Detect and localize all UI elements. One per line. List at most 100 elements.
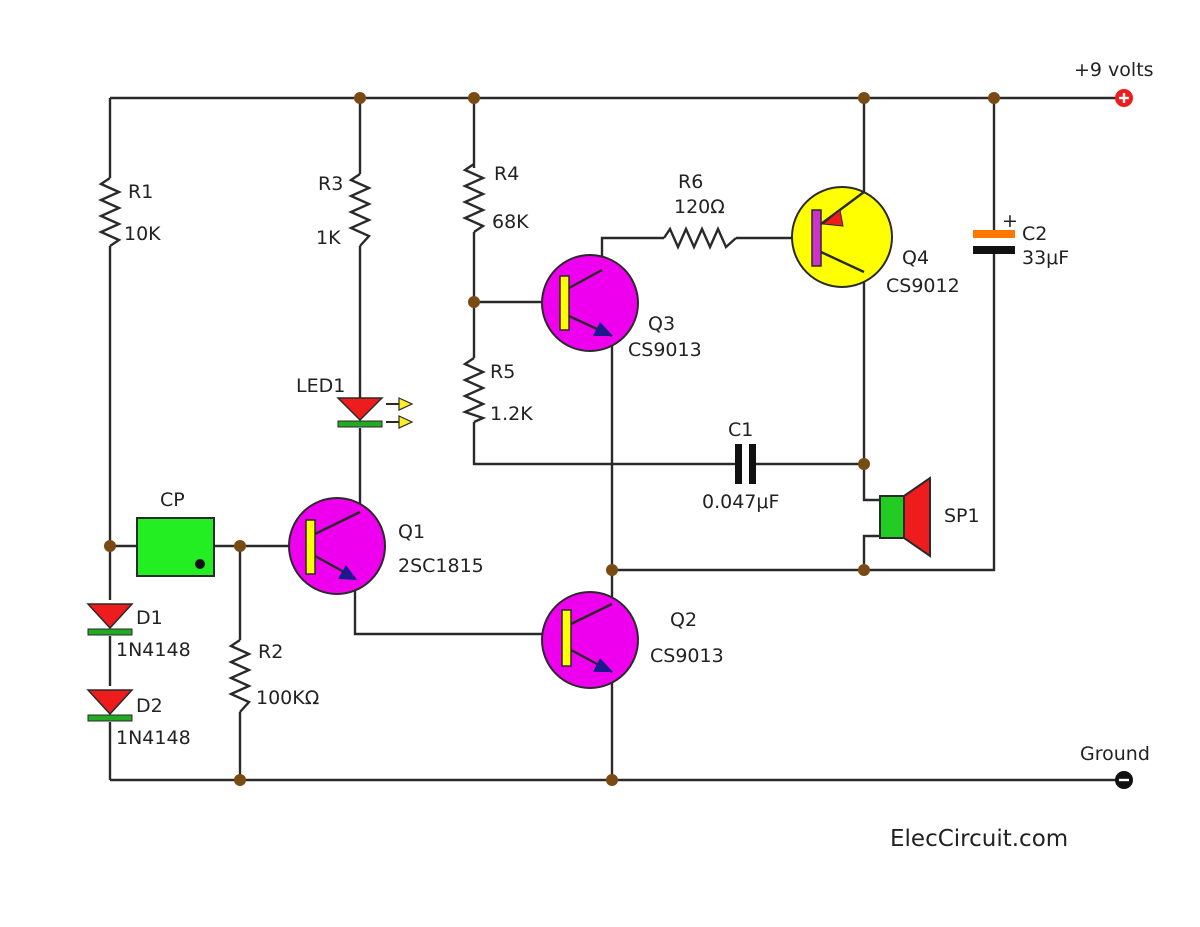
brand-watermark: ElecCircuit.com <box>890 826 1068 852</box>
diode-d1 <box>86 603 134 636</box>
q4-base-bar <box>811 209 822 267</box>
transistor-q2 <box>541 591 639 689</box>
node <box>468 296 480 308</box>
resistor-r1 <box>98 177 122 247</box>
diode-d2 <box>86 689 134 722</box>
resistor-r3 <box>348 173 372 247</box>
q4-name-label: Q4 <box>902 247 929 269</box>
node <box>858 92 870 104</box>
c2-plate-positive <box>973 230 1015 238</box>
labels: +9 volts Ground R1 10K R3 1K R4 68K R5 1… <box>116 59 1154 852</box>
d1-bar <box>87 628 133 636</box>
q1-emitter-arrow <box>338 565 357 580</box>
q1-part-label: 2SC1815 <box>398 555 484 577</box>
resistor-r5 <box>461 357 487 424</box>
sp1-magnet <box>879 495 905 539</box>
d2-triangle <box>86 689 134 716</box>
r1-zigzag <box>98 177 122 247</box>
r4-branch-wire <box>472 98 730 466</box>
r1-name-label: R1 <box>128 181 153 203</box>
led1 <box>336 397 414 429</box>
cp-name-label: CP <box>160 489 185 511</box>
r4-value-label: 68K <box>492 211 529 233</box>
capacitor-c2: + <box>973 210 1018 254</box>
q3-base-bar <box>559 275 570 331</box>
transistor-q4 <box>791 186 893 288</box>
c2-branch-wire <box>864 98 996 572</box>
led1-triangle <box>336 397 384 422</box>
q1-name-label: Q1 <box>398 521 425 543</box>
resistor-r6 <box>663 226 737 250</box>
q2-name-label: Q2 <box>670 609 697 631</box>
q2-body <box>541 591 639 689</box>
r3-name-label: R3 <box>318 173 343 195</box>
q3-part-label: CS9013 <box>628 339 702 361</box>
r6-zigzag <box>663 226 737 250</box>
q1-body <box>288 497 386 595</box>
d2-part-label: 1N4148 <box>116 727 191 749</box>
cp-touch-plate <box>136 517 215 577</box>
cp-dot <box>195 559 205 569</box>
plus-terminal-icon <box>1115 89 1133 107</box>
node <box>988 92 1000 104</box>
q2-emitter-arrow <box>593 658 613 672</box>
q1-base-bar <box>305 519 316 575</box>
c2-name-label: C2 <box>1022 223 1047 245</box>
c1-plate-left <box>735 444 742 484</box>
r2-zigzag <box>228 639 252 713</box>
q4-collector-wire <box>862 272 880 502</box>
q4-emitter-arrow <box>821 209 844 227</box>
d2-bar <box>87 714 133 722</box>
r4-zigzag <box>462 163 486 233</box>
r5-name-label: R5 <box>490 361 515 383</box>
c1-name-label: C1 <box>728 419 753 441</box>
d1-triangle <box>86 603 134 630</box>
sp1-return-wire <box>612 534 880 572</box>
q4-body <box>791 186 893 288</box>
led1-name-label: LED1 <box>296 375 345 397</box>
node <box>234 774 246 786</box>
q3-emitter-arrow <box>593 322 613 336</box>
ground-label: Ground <box>1080 743 1150 765</box>
transistor-q3 <box>541 254 639 352</box>
d1-name-label: D1 <box>136 607 163 629</box>
q3-body <box>541 254 639 352</box>
r5-zigzag <box>461 357 487 424</box>
transistor-q1 <box>288 497 386 595</box>
node <box>234 540 246 552</box>
r1-value-label: 10K <box>124 223 161 245</box>
q1-q2-wire <box>353 580 562 636</box>
emission-arrows-icon <box>386 397 414 429</box>
r3-value-label: 1K <box>316 227 341 249</box>
d1-part-label: 1N4148 <box>116 639 191 661</box>
q2-base-bar <box>561 609 572 667</box>
junction-nodes <box>104 92 1000 786</box>
c2-value-label: 33μF <box>1022 247 1069 269</box>
c2-plate-negative <box>973 246 1015 254</box>
q4-part-label: CS9012 <box>886 275 960 297</box>
minus-terminal-icon <box>1115 771 1133 789</box>
r5-value-label: 1.2K <box>490 403 533 425</box>
q2-part-label: CS9013 <box>650 645 724 667</box>
resistor-r2 <box>228 639 252 713</box>
supply-label: +9 volts <box>1074 59 1154 81</box>
node <box>104 540 116 552</box>
capacitor-c1 <box>730 444 756 484</box>
r6-name-label: R6 <box>678 171 703 193</box>
q3-name-label: Q3 <box>648 313 675 335</box>
r6-value-label: 120Ω <box>674 196 725 218</box>
node <box>354 92 366 104</box>
c1-value-label: 0.047μF <box>702 491 779 513</box>
r4-name-label: R4 <box>494 163 519 185</box>
node <box>468 92 480 104</box>
node <box>606 564 618 576</box>
r2-value-label: 100KΩ <box>256 687 319 709</box>
c2-polarity-mark: + <box>1002 210 1018 232</box>
node <box>606 774 618 786</box>
speaker-sp1 <box>879 476 931 558</box>
c1-plate-right <box>749 444 756 484</box>
resistor-r4 <box>462 163 486 233</box>
sp1-name-label: SP1 <box>944 505 980 527</box>
